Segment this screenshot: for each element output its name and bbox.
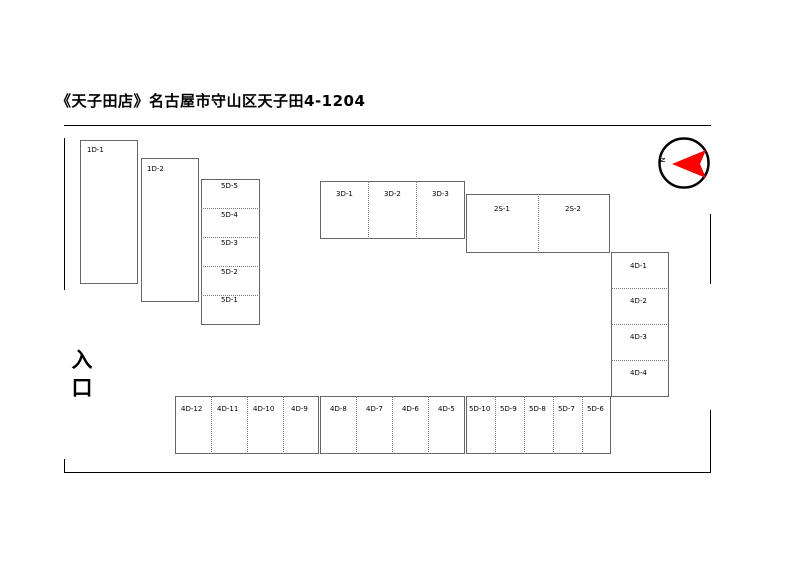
divider xyxy=(283,396,284,454)
divider xyxy=(201,208,260,209)
divider xyxy=(524,396,525,454)
space-label-5D-4: 5D-4 xyxy=(221,211,238,219)
space-block-5D-column xyxy=(201,179,260,325)
space-label-1D-2: 1D-2 xyxy=(147,165,164,173)
space-label-2S-1: 2S-1 xyxy=(494,205,510,213)
entrance-label: 入口 xyxy=(71,348,93,400)
divider xyxy=(428,396,429,454)
divider xyxy=(201,266,260,267)
divider xyxy=(416,181,417,239)
space-label-4D-11: 4D-11 xyxy=(217,405,239,413)
space-label-2S-2: 2S-2 xyxy=(565,205,581,213)
space-label-4D-6: 4D-6 xyxy=(402,405,419,413)
space-label-4D-9: 4D-9 xyxy=(291,405,308,413)
space-label-4D-3: 4D-3 xyxy=(630,333,647,341)
space-label-5D-5: 5D-5 xyxy=(221,182,238,190)
divider xyxy=(582,396,583,454)
lot-right-border-lower xyxy=(710,410,711,472)
divider xyxy=(368,181,369,239)
divider xyxy=(356,396,357,454)
space-label-4D-12: 4D-12 xyxy=(181,405,203,413)
space-label-3D-1: 3D-1 xyxy=(336,190,353,198)
divider xyxy=(611,288,669,289)
space-1D-2 xyxy=(141,158,199,302)
space-label-4D-7: 4D-7 xyxy=(366,405,383,413)
lot-top-border xyxy=(64,125,711,126)
space-label-1D-1: 1D-1 xyxy=(87,146,104,154)
space-label-5D-6: 5D-6 xyxy=(587,405,604,413)
space-label-5D-2: 5D-2 xyxy=(221,268,238,276)
divider xyxy=(611,360,669,361)
space-block-3D-row xyxy=(320,181,465,239)
divider xyxy=(201,295,260,296)
space-label-5D-3: 5D-3 xyxy=(221,239,238,247)
space-1D-1 xyxy=(80,140,138,284)
space-label-5D-8: 5D-8 xyxy=(529,405,546,413)
lot-right-border-upper xyxy=(710,214,711,284)
compass-arrow xyxy=(672,150,706,178)
space-label-5D-7: 5D-7 xyxy=(558,405,575,413)
lot-bottom-border xyxy=(64,472,711,473)
space-label-4D-2: 4D-2 xyxy=(630,297,647,305)
page-title: 《天子田店》名古屋市守山区天子田4-1204 xyxy=(56,92,366,110)
compass-north-label: N xyxy=(659,157,667,162)
space-label-3D-2: 3D-2 xyxy=(384,190,401,198)
north-arrow-icon: N xyxy=(658,137,710,189)
divider xyxy=(201,237,260,238)
space-label-4D-8: 4D-8 xyxy=(330,405,347,413)
space-label-4D-1: 4D-1 xyxy=(630,262,647,270)
space-label-5D-9: 5D-9 xyxy=(500,405,517,413)
space-label-5D-1: 5D-1 xyxy=(221,296,238,304)
space-block-5D-10-6 xyxy=(466,396,611,454)
divider xyxy=(538,194,539,253)
lot-left-border-upper xyxy=(64,138,65,290)
divider xyxy=(392,396,393,454)
space-label-3D-3: 3D-3 xyxy=(432,190,449,198)
space-label-4D-4: 4D-4 xyxy=(630,369,647,377)
space-label-4D-5: 4D-5 xyxy=(438,405,455,413)
divider xyxy=(211,396,212,454)
divider xyxy=(247,396,248,454)
lot-left-border-lower xyxy=(64,459,65,473)
space-label-4D-10: 4D-10 xyxy=(253,405,275,413)
divider xyxy=(495,396,496,454)
divider xyxy=(611,324,669,325)
divider xyxy=(553,396,554,454)
space-label-5D-10: 5D-10 xyxy=(469,405,491,413)
